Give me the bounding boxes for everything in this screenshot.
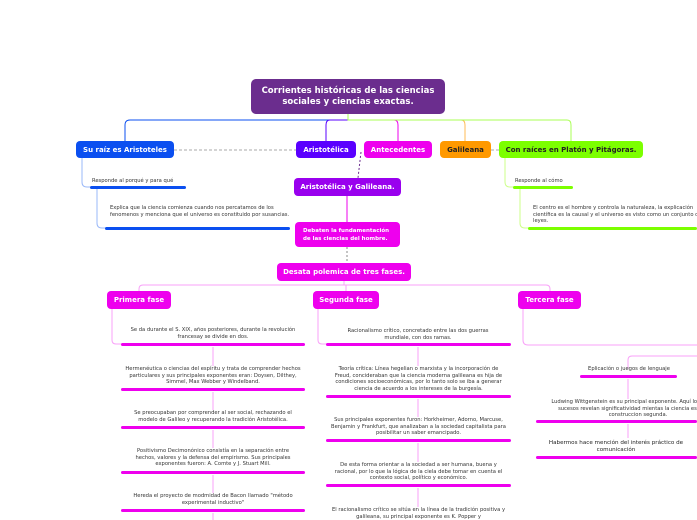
- branch-label: Con raíces en Platón y Pitágoras.: [505, 145, 637, 154]
- underline: [528, 227, 697, 230]
- branch-galileana[interactable]: Galileana: [440, 141, 491, 158]
- phase-label: Primera fase: [113, 296, 165, 304]
- raiz-explica[interactable]: Explica que la ciencia comienza cuando n…: [110, 205, 290, 218]
- underline: [326, 484, 511, 487]
- phase3-item[interactable]: Eplicación o juegos de lenguaje: [588, 366, 670, 372]
- phase-segunda[interactable]: Segunda fase: [313, 291, 379, 309]
- phase3-item[interactable]: Ludwing Wittgenstein es su principal exp…: [551, 399, 697, 419]
- phase-label: Segunda fase: [319, 296, 373, 304]
- root-topic[interactable]: Corrientes históricas de las ciencias so…: [251, 79, 445, 114]
- relation-label: Aristotélica y Galileana.: [300, 183, 395, 191]
- phase1-item[interactable]: Se da durante el S. XIX, años posteriore…: [130, 327, 296, 340]
- root-title: Corrientes históricas de las ciencias so…: [261, 85, 435, 107]
- phase1-item[interactable]: Se preocupaban por comprender al ser soc…: [134, 410, 292, 423]
- underline: [580, 375, 677, 378]
- relation-debaten[interactable]: Debaten la fundamentación de las ciencia…: [295, 222, 400, 247]
- underline: [513, 186, 573, 189]
- underline: [536, 420, 697, 423]
- phase2-item[interactable]: De esta forma orientar a la sociedad a s…: [334, 462, 503, 482]
- underline: [326, 395, 511, 398]
- relation-aristotelica-galileana[interactable]: Aristotélica y Galileana.: [294, 178, 401, 196]
- underline: [121, 343, 305, 346]
- phase-tercera[interactable]: Tercera fase: [518, 291, 581, 309]
- phase2-item[interactable]: Teoría crítica: Línea hegelian o marxist…: [334, 366, 503, 392]
- phase-label: Tercera fase: [525, 296, 574, 304]
- underline: [121, 509, 305, 512]
- branch-label: Su raíz es Aristoteles: [83, 145, 167, 154]
- underline: [326, 439, 511, 442]
- relation-label: Desata polemica de tres fases.: [283, 268, 405, 276]
- phase1-item[interactable]: Hermenéutica o ciencias del espíritu y t…: [125, 366, 301, 386]
- phase-primera[interactable]: Primera fase: [107, 291, 171, 309]
- branch-aristotelica[interactable]: Aristotélica: [296, 141, 356, 158]
- phase2-item[interactable]: El racionalismo crítico se sitúa en la l…: [332, 507, 506, 520]
- branch-platon[interactable]: Con raíces en Platón y Pitágoras.: [499, 141, 643, 158]
- phase2-item[interactable]: Racionalismo crítico, concretado entre l…: [347, 328, 489, 341]
- underline: [121, 388, 305, 391]
- phase1-item[interactable]: Hereda el proyecto de modmidad de Bacon …: [133, 493, 293, 506]
- platon-centro[interactable]: El centro es el hombre y controla la nat…: [533, 205, 697, 225]
- platon-responde[interactable]: Responde al cómo: [515, 178, 563, 184]
- branch-label: Antecedentes: [370, 145, 426, 154]
- branch-antecedentes[interactable]: Antecedentes: [364, 141, 432, 158]
- relation-desata[interactable]: Desata polemica de tres fases.: [277, 263, 411, 281]
- branch-label: Galileana: [447, 145, 484, 154]
- underline: [121, 426, 305, 429]
- branch-label: Aristotélica: [303, 145, 349, 154]
- phase1-item[interactable]: Positivismo Decimonónico consistía en la…: [135, 448, 291, 468]
- underline: [326, 343, 511, 346]
- phase3-item[interactable]: Habermos hace mención del interés prácti…: [548, 440, 684, 453]
- raiz-responde[interactable]: Responde al porqué y para qué: [92, 178, 174, 184]
- underline: [105, 227, 290, 230]
- underline: [121, 471, 305, 474]
- underline: [536, 456, 697, 459]
- phase2-item[interactable]: Sus principales exponentes furon: Horkhe…: [331, 417, 506, 437]
- branch-raiz[interactable]: Su raíz es Aristoteles: [76, 141, 174, 158]
- underline: [90, 186, 186, 189]
- relation-label: Debaten la fundamentación de las ciencia…: [303, 227, 390, 242]
